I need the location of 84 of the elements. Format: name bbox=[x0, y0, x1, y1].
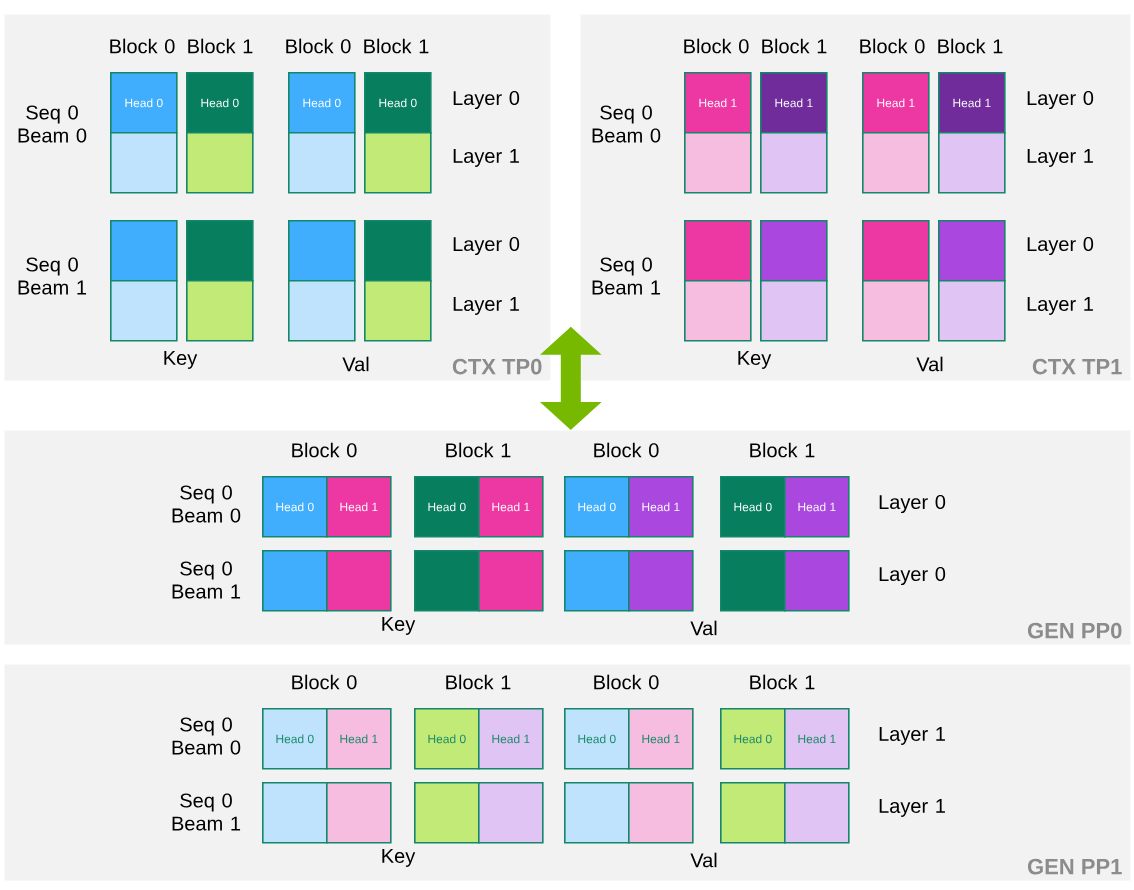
layer-label: Layer 1 bbox=[453, 297, 519, 315]
cache-cell bbox=[262, 550, 328, 612]
block-label: Block 1 bbox=[364, 38, 429, 54]
cache-cell bbox=[720, 782, 786, 844]
row-label: Seq 0 Beam 1 bbox=[592, 257, 661, 295]
block-label: Block 0 bbox=[286, 38, 351, 54]
block-label: Block 1 bbox=[750, 674, 815, 690]
block-label: Block 0 bbox=[110, 38, 175, 54]
row-label: Seq 0 Beam 0 bbox=[592, 105, 661, 143]
cache-cell bbox=[784, 550, 850, 612]
layer-label: Layer 0 bbox=[453, 90, 520, 110]
layer-label: Layer 0 bbox=[879, 566, 946, 586]
block-label: Block 0 bbox=[594, 674, 659, 690]
row-label: Seq 0 Beam 0 bbox=[172, 717, 241, 755]
row-label: Seq 0 Beam 0 bbox=[18, 105, 87, 143]
block-label: Block 0 bbox=[594, 442, 659, 458]
cache-cell bbox=[684, 220, 752, 282]
block-label: Block 1 bbox=[750, 442, 815, 458]
cache-cell bbox=[186, 220, 254, 282]
block-label: Block 0 bbox=[684, 38, 749, 54]
cache-cell bbox=[364, 220, 432, 282]
cache-cell bbox=[262, 782, 328, 844]
cache-cell bbox=[862, 220, 930, 282]
val-label: Val bbox=[342, 356, 369, 372]
layer-label: Layer 0 bbox=[1027, 90, 1094, 110]
layer-label: Layer 1 bbox=[1027, 297, 1093, 315]
cache-cell bbox=[720, 550, 786, 612]
cache-cell bbox=[288, 220, 356, 282]
cache-cell bbox=[110, 280, 178, 342]
cache-cell bbox=[938, 220, 1006, 282]
cache-cell bbox=[862, 132, 930, 194]
cache-cell bbox=[288, 280, 356, 342]
val-label: Val bbox=[690, 620, 717, 636]
block-label: Block 1 bbox=[446, 674, 511, 690]
layer-label: Layer 1 bbox=[453, 149, 519, 167]
cache-cell bbox=[414, 550, 480, 612]
cache-cell bbox=[760, 220, 828, 282]
cache-cell bbox=[628, 782, 694, 844]
row-label: Seq 0 Beam 1 bbox=[18, 257, 87, 295]
block-label: Block 1 bbox=[938, 38, 1003, 54]
cache-cell bbox=[414, 782, 480, 844]
cache-cell bbox=[110, 220, 178, 282]
cache-cell bbox=[110, 132, 178, 194]
row-label: Seq 0 Beam 1 bbox=[172, 561, 241, 599]
row-label: Seq 0 Beam 1 bbox=[172, 793, 241, 831]
cache-cell bbox=[784, 782, 850, 844]
cache-cell bbox=[364, 132, 432, 194]
layer-label: Layer 0 bbox=[879, 494, 946, 514]
cache-cell bbox=[288, 132, 356, 194]
layer-label: Layer 1 bbox=[1027, 149, 1093, 167]
layer-label: Layer 0 bbox=[453, 236, 520, 256]
block-label: Block 1 bbox=[762, 38, 827, 54]
cache-cell bbox=[564, 550, 630, 612]
cache-cell bbox=[186, 132, 254, 194]
cache-cell bbox=[938, 132, 1006, 194]
cache-cell bbox=[760, 132, 828, 194]
val-label: Val bbox=[690, 852, 717, 868]
key-label: Key bbox=[164, 351, 198, 369]
cache-cell bbox=[628, 550, 694, 612]
block-label: Block 0 bbox=[860, 38, 925, 54]
cache-cell bbox=[364, 280, 432, 342]
cache-cell bbox=[684, 280, 752, 342]
cache-cell bbox=[684, 132, 752, 194]
row-label: Seq 0 Beam 0 bbox=[172, 485, 241, 523]
cache-cell bbox=[938, 280, 1006, 342]
key-label: Key bbox=[382, 617, 416, 635]
cache-cell bbox=[760, 280, 828, 342]
block-label: Block 1 bbox=[188, 38, 253, 54]
cache-cell bbox=[478, 550, 544, 612]
val-label: Val bbox=[916, 356, 943, 372]
key-label: Key bbox=[738, 351, 772, 369]
cache-cell bbox=[326, 550, 392, 612]
cache-cell bbox=[564, 782, 630, 844]
block-label: Block 0 bbox=[292, 442, 357, 458]
cache-cell bbox=[478, 782, 544, 844]
key-label: Key bbox=[382, 849, 416, 867]
layer-label: Layer 0 bbox=[1027, 236, 1094, 256]
layer-label: Layer 1 bbox=[879, 799, 945, 817]
cache-cell bbox=[186, 280, 254, 342]
block-label: Block 1 bbox=[446, 442, 511, 458]
block-label: Block 0 bbox=[292, 674, 357, 690]
cache-cell bbox=[862, 280, 930, 342]
layer-label: Layer 1 bbox=[879, 727, 945, 745]
cache-cell bbox=[326, 782, 392, 844]
